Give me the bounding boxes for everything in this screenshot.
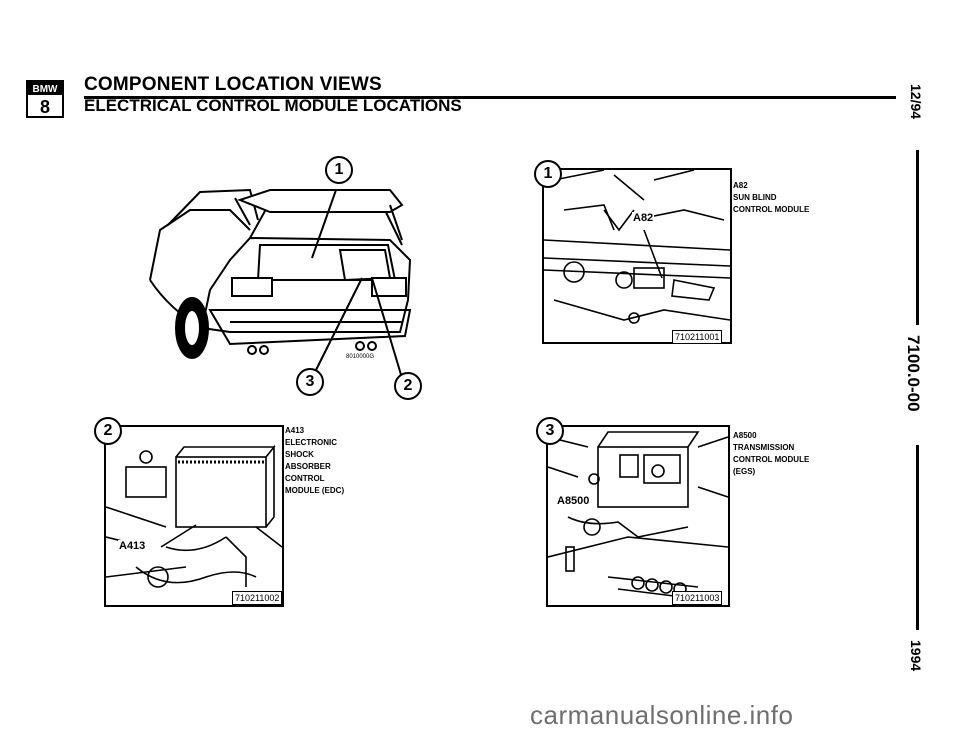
overview-callout-2: 2 [394, 372, 422, 400]
figure-1-desc-line-1: A82 [733, 181, 748, 190]
side-page-code: 7100.0-00 [904, 335, 923, 412]
figure-1-number: 1 [534, 160, 562, 188]
figure-1-description: A82 SUN BLIND CONTROL MODULE [733, 180, 809, 216]
figure-3-drawing [548, 431, 728, 600]
title-rule [84, 96, 896, 99]
figure-2-code: 710211002 [232, 591, 283, 605]
figure-1-desc-line-2: SUN BLIND [733, 193, 777, 202]
figure-2-number: 2 [94, 417, 122, 445]
watermark: carmanualsonline.info [530, 700, 794, 730]
figure-2-desc-line-1: A413 [285, 426, 305, 435]
overview-callout-3: 3 [296, 368, 324, 396]
side-rule-bottom [916, 445, 919, 630]
figure-3-desc-line-2: TRANSMISSION [733, 443, 795, 452]
figure-2-desc-line-2: ELECTRONIC [285, 438, 337, 447]
figure-3-component-label: A8500 [556, 495, 591, 507]
logo-series: 8 [40, 97, 50, 117]
page-title: COMPONENT LOCATION VIEWS [84, 74, 382, 95]
figure-3-desc-line-1: A8500 [733, 431, 757, 440]
figure-2-desc-line-4: ABSORBER [285, 462, 331, 471]
side-rule-top [916, 150, 919, 325]
car-rear-illustration [149, 188, 412, 379]
figure-1-photo [542, 168, 732, 344]
side-year: 1994 [908, 640, 924, 672]
overview-callout-1: 1 [325, 156, 353, 184]
figure-3-desc-line-3: CONTROL MODULE [733, 455, 810, 464]
figure-2-desc-line-3: SHOCK [285, 450, 314, 459]
figure-2-description: A413 ELECTRONIC SHOCK ABSORBER CONTROL M… [285, 425, 344, 497]
logo-text: BMW [33, 84, 59, 95]
figure-3-code: 710211003 [672, 591, 723, 605]
page-subtitle: ELECTRICAL CONTROL MODULE LOCATIONS [84, 96, 462, 115]
figure-1-drawing [544, 170, 730, 324]
figure-2-desc-line-5: CONTROL [285, 474, 325, 483]
figure-3-desc-line-4: (EGS) [733, 467, 756, 476]
bmw-logo-icon: BMW 8 [26, 80, 64, 118]
side-date: 12/94 [908, 84, 924, 120]
figure-2-desc-line-6: MODULE (EDC) [285, 486, 345, 495]
figure-1-code: 710211001 [672, 330, 723, 344]
figure-2-photo [104, 425, 284, 607]
figure-3-photo [546, 425, 730, 607]
figure-1-desc-line-3: CONTROL MODULE [733, 205, 810, 214]
figure-1-component-label: A82 [632, 212, 655, 224]
overview-figure-code: 8010000G [346, 354, 375, 360]
figure-3-description: A8500 TRANSMISSION CONTROL MODULE (EGS) [733, 430, 809, 478]
figure-2-drawing [106, 444, 282, 588]
figure-3-number: 3 [536, 417, 564, 445]
figure-2-component-label: A413 [118, 540, 147, 552]
